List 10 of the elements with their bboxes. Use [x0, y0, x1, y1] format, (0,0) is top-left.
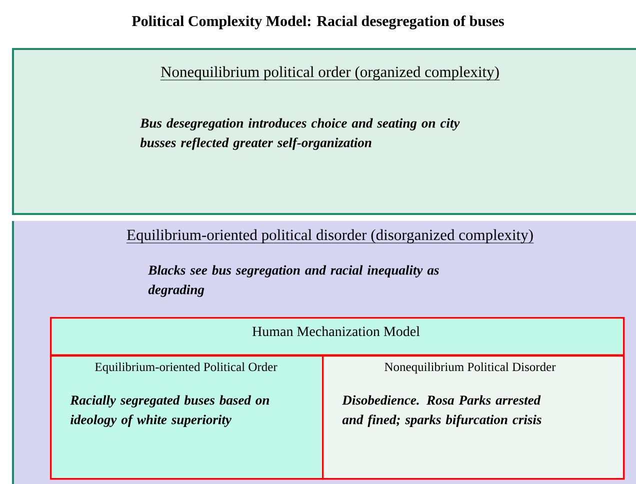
heading: Human Mechanization Model [252, 326, 420, 336]
description: Blacks see bus segregation and racial inequality as degrading [148, 265, 439, 297]
title: Political Complexity Model: Racial desegregation of buses [132, 15, 504, 30]
heading: Equilibrium-oriented political disorder (disorganized complexity) [126, 229, 534, 244]
description: Bus desegregation introduces choice and seating on city busses reflected greater self-organization [140, 118, 460, 150]
description: Disobedience. Rosa Parks arrested and fined; sparks bifurcation crisis [342, 395, 542, 427]
heading: Equilibrium-oriented Political Order [95, 362, 278, 374]
heading: Nonequilibrium Political Disorder [384, 362, 556, 374]
heading: Nonequilibrium political order (organized complexity) [160, 66, 500, 80]
description: Racially segregated buses based on ideology of white superiority [70, 395, 270, 427]
